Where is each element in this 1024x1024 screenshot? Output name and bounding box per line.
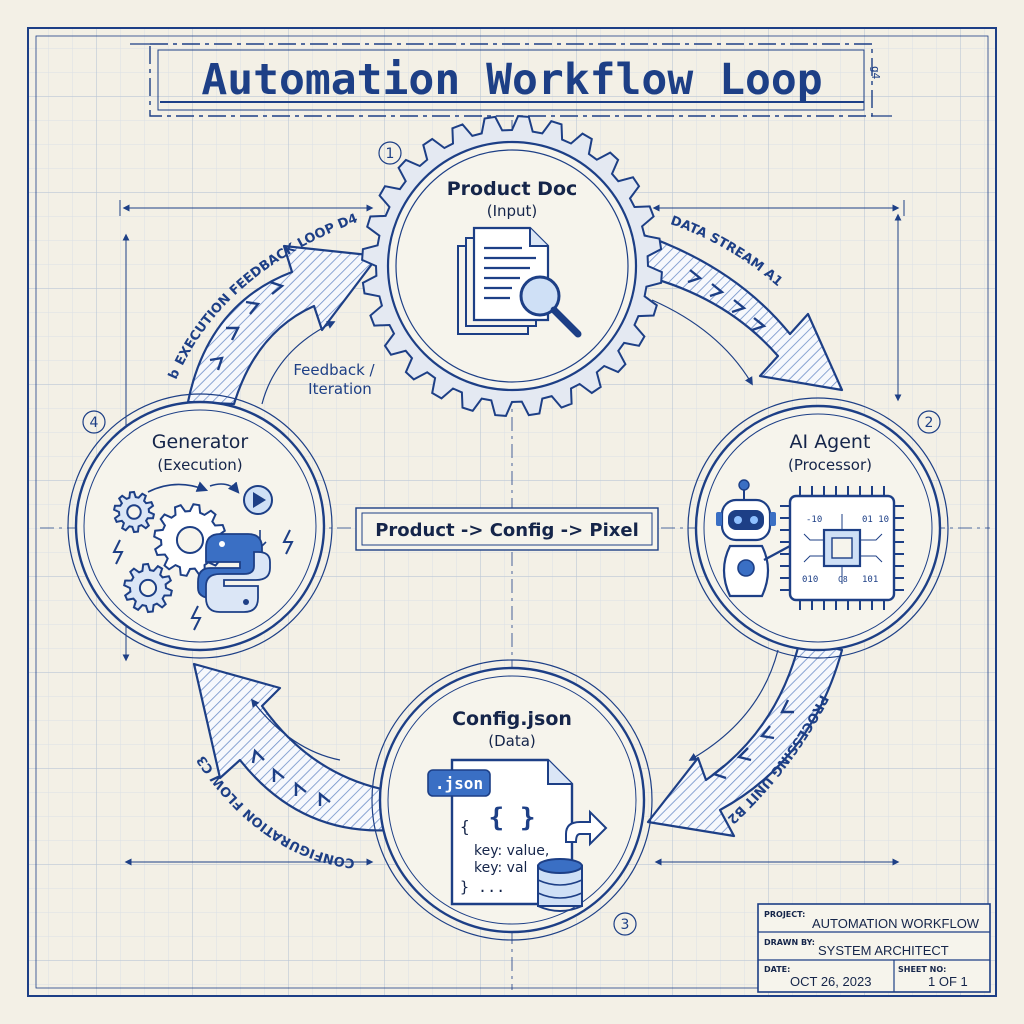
node-title: Config.json (452, 708, 572, 730)
code-line-3: key: val (474, 860, 527, 876)
node-config-json: 3 Config.json (Data) .json { } { key: va… (371, 659, 653, 941)
node-subtitle: (Processor) (788, 456, 872, 474)
code-line-2: key: value, (474, 843, 549, 859)
chip-label-br: 101 (862, 575, 878, 585)
robot-chip-icon: -10 01 10 010 C8 101 (716, 479, 904, 610)
feedback-label-line1: Feedback / (293, 361, 375, 379)
flow-arrow-a1 (620, 226, 844, 392)
database-icon (537, 858, 583, 912)
project-value: AUTOMATION WORKFLOW (812, 916, 980, 931)
node-title: Generator (152, 431, 249, 453)
sheet-border (27, 27, 997, 997)
title-side-mark: g4 (869, 66, 882, 80)
flow-arrow-c3 (192, 662, 394, 832)
node-ai-agent: 2 AI Agent (Processor) -10 01 10 010 C8 … (687, 397, 949, 659)
file-braces: { } (489, 803, 536, 833)
flow-arrow-d4 (186, 244, 380, 406)
file-tag: .json (435, 774, 483, 793)
project-label: PROJECT: (764, 910, 805, 919)
chip-label-cb: C8 (838, 575, 848, 584)
center-label: Product -> Config -> Pixel (375, 520, 639, 541)
center-label-box: Product -> Config -> Pixel (355, 507, 659, 551)
node-number-1: 1 (386, 146, 395, 162)
flow-arrow-b2 (646, 638, 844, 838)
sheet-value: 1 OF 1 (928, 974, 968, 989)
node-subtitle: (Data) (488, 732, 536, 750)
drawn-value: SYSTEM ARCHITECT (818, 943, 949, 958)
node-number-3: 3 (621, 917, 630, 933)
node-subtitle: (Input) (487, 202, 538, 220)
node-generator: 4 Generator (Execution) (67, 393, 333, 659)
title-block: PROJECT: AUTOMATION WORKFLOW DRAWN BY: S… (757, 903, 991, 993)
node-subtitle: (Execution) (157, 456, 242, 474)
title-frame: Automation Workflow Loop g4 (130, 43, 892, 117)
node-title: AI Agent (790, 431, 871, 453)
chip-label-tl: -10 (806, 515, 822, 525)
drawn-label: DRAWN BY: (764, 938, 815, 947)
sheet-label: SHEET NO: (898, 965, 946, 974)
date-value: OCT 26, 2023 (790, 974, 871, 989)
node-product-doc: 1 Product Doc (Input) (361, 115, 663, 417)
date-label: DATE: (764, 965, 790, 974)
node-number-4: 4 (90, 415, 99, 431)
gears-python-icon (112, 481, 294, 631)
code-line-1: { (460, 817, 470, 836)
node-number-2: 2 (925, 415, 934, 431)
feedback-label-line2: Iteration (308, 380, 372, 398)
document-search-icon (457, 226, 582, 338)
node-title: Product Doc (447, 178, 578, 200)
json-file-database-icon: .json { } { key: value, key: val } ... (427, 758, 608, 912)
chip-label-tr: 01 10 (862, 515, 889, 525)
chip-label-bl: 010 (802, 575, 818, 585)
code-line-4: } ... (460, 878, 505, 896)
page-title: Automation Workflow Loop (201, 55, 822, 105)
python-icon (197, 533, 271, 613)
